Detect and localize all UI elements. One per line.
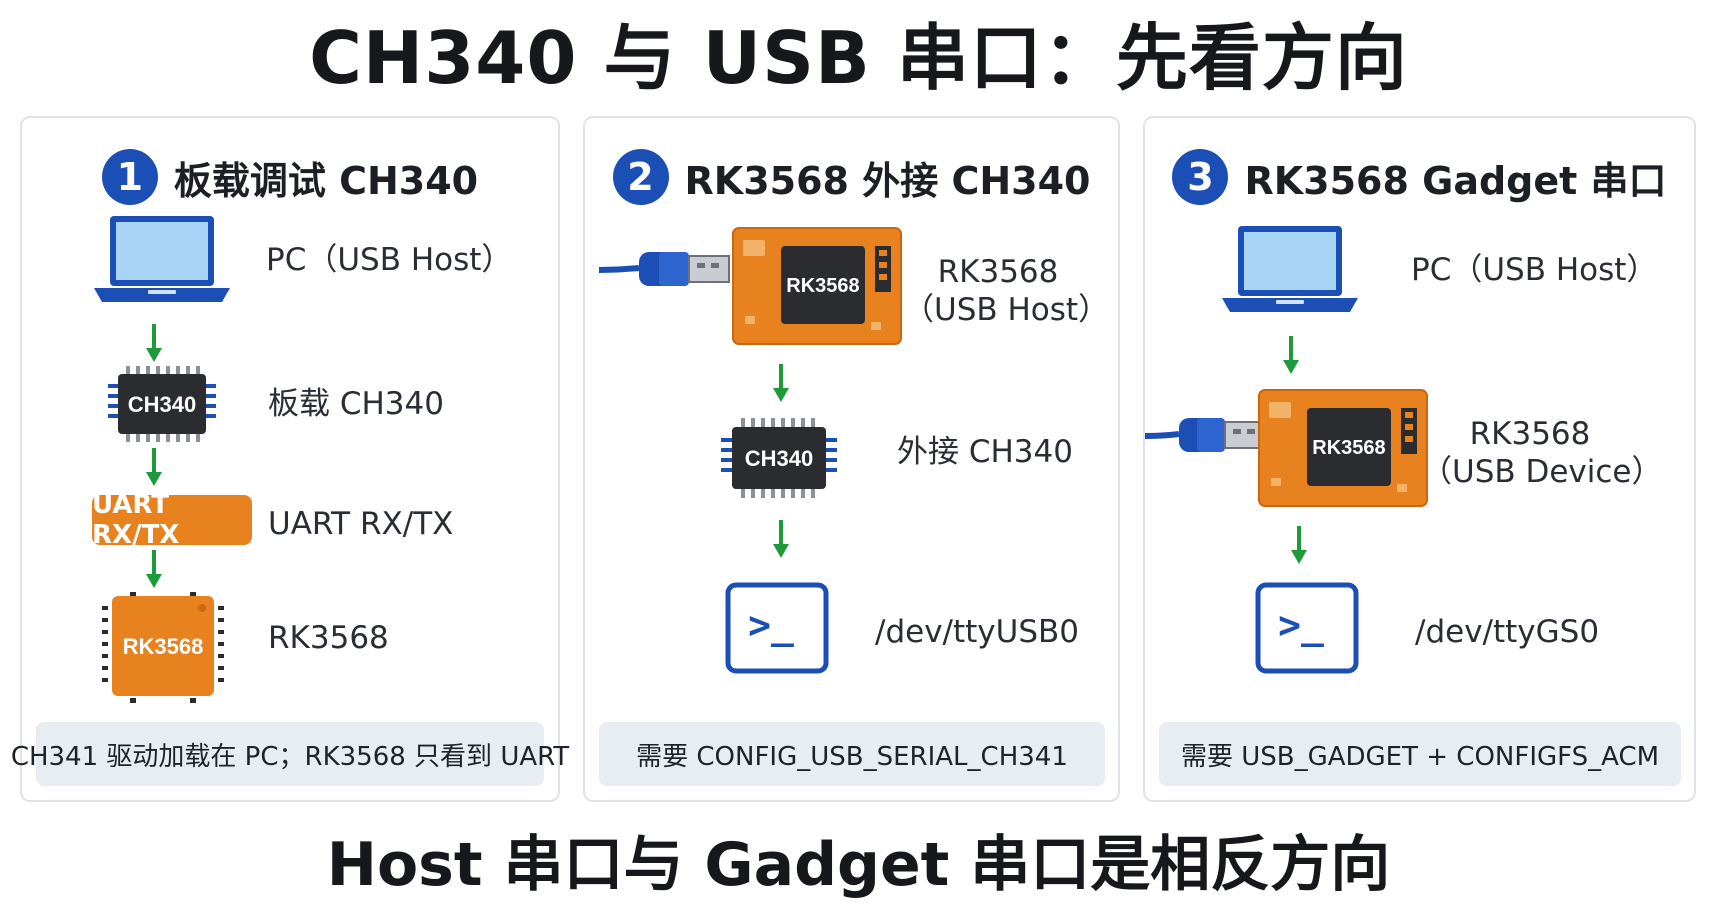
step-number-badge: 2: [612, 149, 669, 205]
panel-external-ch340: 2 RK3568 外接 CH340 RK3568 RK3568 （USB Hos…: [583, 116, 1120, 802]
panel-header: 3 RK3568 Gadget 串口: [1145, 142, 1694, 212]
label-onboard-ch340: 板载 CH340: [268, 386, 444, 422]
panel-title: 板载调试 CH340: [173, 158, 479, 203]
board-label: RK3568: [786, 275, 859, 297]
terminal-icon: >_: [1255, 582, 1359, 674]
uart-rxtx-box: UART RX/TX: [92, 490, 252, 550]
usb-cable-icon: [599, 252, 730, 286]
label-device-path: /dev/ttyGS0: [1415, 614, 1600, 650]
rk3568-board-icon: RK3568: [1258, 389, 1428, 507]
board-label: RK3568: [1312, 437, 1385, 459]
panel-header: 2 RK3568 外接 CH340: [585, 142, 1118, 212]
footer-caption: Host 串口与 Gadget 串口是相反方向: [326, 830, 1391, 900]
laptop-icon: [94, 216, 230, 302]
panel-title: RK3568 外接 CH340: [684, 158, 1091, 203]
panel-title: RK3568 Gadget 串口: [1244, 158, 1667, 203]
label-uart: UART RX/TX: [268, 506, 454, 542]
panel-note: CH341 驱动加载在 PC；RK3568 只看到 UART: [11, 722, 569, 786]
arrow-down-icon: [1281, 336, 1301, 376]
arrow-down-icon: [144, 550, 164, 590]
label-rk3568: RK3568: [1469, 416, 1591, 452]
svg-text:>_: >_: [748, 603, 794, 647]
terminal-icon: >_: [725, 582, 829, 674]
rk3568-chip-icon: RK3568: [102, 592, 224, 703]
label-external-ch340: 外接 CH340: [897, 434, 1073, 470]
chip-label: CH340: [128, 392, 196, 417]
panel-gadget-serial: 3 RK3568 Gadget 串口 PC（USB Host） RK3568 R…: [1143, 116, 1696, 802]
panel-note: 需要 CONFIG_USB_SERIAL_CH341: [599, 722, 1105, 786]
arrow-down-icon: [1289, 526, 1309, 566]
arrow-down-icon: [144, 448, 164, 488]
label-rk3568: RK3568: [937, 254, 1059, 290]
panel-note: 需要 USB_GADGET + CONFIGFS_ACM: [1159, 722, 1681, 786]
step-number-badge: 1: [101, 149, 158, 205]
label-usb-device: （USB Device）: [1421, 454, 1663, 490]
arrow-down-icon: [771, 364, 791, 404]
laptop-icon: [1222, 226, 1358, 312]
ch340-chip-icon: CH340: [721, 418, 837, 498]
svg-text:>_: >_: [1278, 603, 1324, 647]
arrow-down-icon: [771, 520, 791, 560]
label-device-path: /dev/ttyUSB0: [875, 614, 1079, 650]
arrow-down-icon: [144, 324, 164, 364]
chip-label: CH340: [745, 446, 813, 471]
label-rk3568: RK3568: [268, 620, 389, 656]
panel-onboard-ch340: 1 板载调试 CH340 PC（USB Host） CH340 板载 CH340…: [11, 116, 569, 802]
chip-label: RK3568: [123, 634, 204, 659]
step-number-badge: 3: [1172, 149, 1229, 205]
rk3568-board-icon: RK3568: [732, 227, 902, 345]
label-pc-host: PC（USB Host）: [1411, 252, 1658, 288]
usb-cable-icon: [1145, 418, 1266, 452]
label-usb-host: （USB Host）: [903, 292, 1110, 328]
panel-header: 1 板载调试 CH340: [22, 142, 558, 212]
page-title: CH340 与 USB 串口：先看方向: [309, 16, 1408, 100]
label-pc-host: PC（USB Host）: [266, 242, 513, 278]
ch340-chip-icon: CH340: [108, 366, 216, 442]
